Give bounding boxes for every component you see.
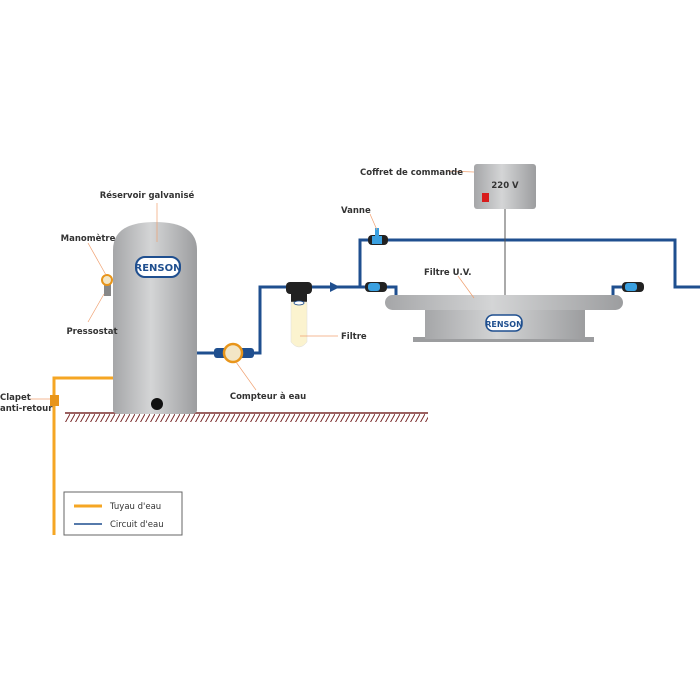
water-meter [214, 342, 254, 364]
renson-logo: RENSON [135, 263, 182, 274]
label-compteur: Compteur à eau [230, 392, 306, 402]
union-fitting-right [622, 282, 644, 292]
label-coffret: Coffret de commande [360, 168, 463, 178]
power-switch[interactable] [482, 193, 489, 202]
uv-filter: RENSON [385, 295, 623, 342]
galvanized-tank: RENSON [113, 222, 197, 414]
check-valve [50, 395, 59, 406]
label-vanne: Vanne [341, 206, 371, 216]
pressure-gauge [101, 274, 113, 296]
label-filtre-uv: Filtre U.V. [424, 268, 471, 278]
voltage-label: 220 V [491, 181, 519, 191]
union-fitting-left [365, 282, 387, 292]
label-filtre: Filtre [341, 332, 367, 342]
legend-label-tuyau: Tuyau d'eau [109, 502, 161, 512]
label-reservoir: Réservoir galvanisé [100, 190, 195, 201]
renson-logo-uv: RENSON [485, 320, 523, 329]
control-box [474, 164, 536, 209]
leader-lines [30, 170, 475, 400]
flow-arrow [330, 282, 340, 292]
label-pressostat: Pressostat [66, 327, 117, 337]
label-manometre: Manomètre [61, 233, 116, 244]
label-anti-retour: anti-retour [0, 404, 53, 414]
valve[interactable] [368, 228, 388, 245]
label-clapet: Clapet [0, 393, 31, 403]
legend-label-circuit: Circuit d'eau [110, 520, 164, 530]
legend: Tuyau d'eau Circuit d'eau [63, 491, 183, 536]
ground [65, 412, 428, 422]
water-pipe-orange [52, 376, 114, 535]
cartridge-filter [286, 282, 312, 348]
